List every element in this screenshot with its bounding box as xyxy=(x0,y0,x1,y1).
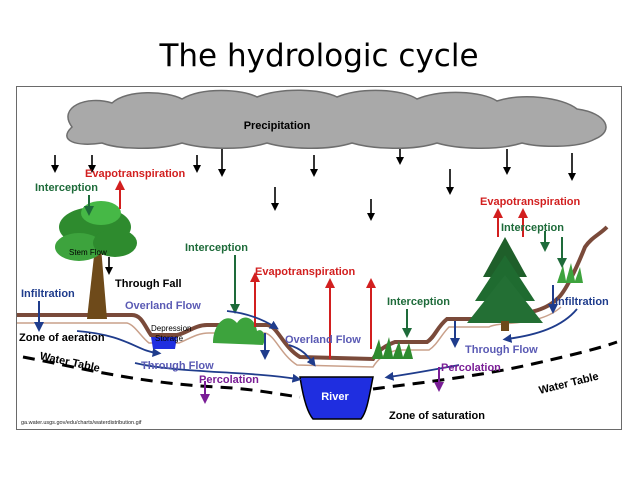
through-flow-left-label: Through Flow xyxy=(141,360,214,372)
interception-middle-label: Interception xyxy=(185,242,248,254)
evapotranspiration-middle-label: Evapotranspiration xyxy=(255,266,356,278)
grass-right-icon xyxy=(557,263,583,283)
percolation-left-label: Percolation xyxy=(199,374,259,386)
depression-water xyxy=(151,337,177,349)
river-water xyxy=(299,376,374,420)
percolation-right-label: Percolation xyxy=(441,362,501,374)
evapotranspiration-left-label: Evapotranspiration xyxy=(85,168,186,180)
depression-storage-line1: Depression xyxy=(151,324,191,333)
hydrologic-cycle-diagram: Precipitation River xyxy=(16,86,622,430)
zone-of-saturation-label: Zone of saturation xyxy=(389,410,485,422)
grass-icon xyxy=(372,337,413,359)
stem-flow-label: Stem Flow xyxy=(69,248,107,257)
interception-arrows xyxy=(84,195,567,338)
zone-of-aeration-label: Zone of aeration xyxy=(19,332,105,344)
interception-right-label: Interception xyxy=(501,222,564,234)
water-table-left-label: Water Table xyxy=(39,350,101,374)
percolation-arrows xyxy=(200,367,444,404)
overland-flow-middle-label: Overland Flow xyxy=(285,334,361,346)
evapotranspiration-right-label: Evapotranspiration xyxy=(480,196,581,208)
source-caption: ga.water.usgs.gov/edu/charts/waterdistri… xyxy=(21,420,142,426)
through-fall-label: Through Fall xyxy=(115,278,182,290)
bush-icon xyxy=(213,317,265,345)
interception-right-middle-label: Interception xyxy=(387,296,450,308)
overland-flow-left-label: Overland Flow xyxy=(125,300,201,312)
water-table-right-label: Water Table xyxy=(538,370,600,396)
evapotranspiration-arrows xyxy=(115,180,528,359)
water-table-line xyxy=(22,355,301,399)
diagram-canvas: Precipitation River xyxy=(17,89,618,426)
slide-title: The hydrologic cycle xyxy=(159,38,479,74)
right-conifer-icon xyxy=(467,237,543,331)
through-flow-right-label: Through Flow xyxy=(465,344,538,356)
infiltration-arrows xyxy=(34,285,558,360)
river-label: River xyxy=(321,391,349,403)
precipitation-arrows xyxy=(51,149,576,221)
infiltration-left-label: Infiltration xyxy=(21,288,75,300)
precipitation-label: Precipitation xyxy=(244,120,311,132)
infiltration-right-label: Infiltration xyxy=(555,296,609,308)
water-table-line-right xyxy=(372,340,618,391)
flow-arrows xyxy=(76,308,578,383)
depression-storage-line2: Storage xyxy=(155,334,184,343)
interception-left-label: Interception xyxy=(35,182,98,194)
depression-storage-label: Depression Storage xyxy=(151,324,194,343)
cloud-shape xyxy=(66,89,607,149)
